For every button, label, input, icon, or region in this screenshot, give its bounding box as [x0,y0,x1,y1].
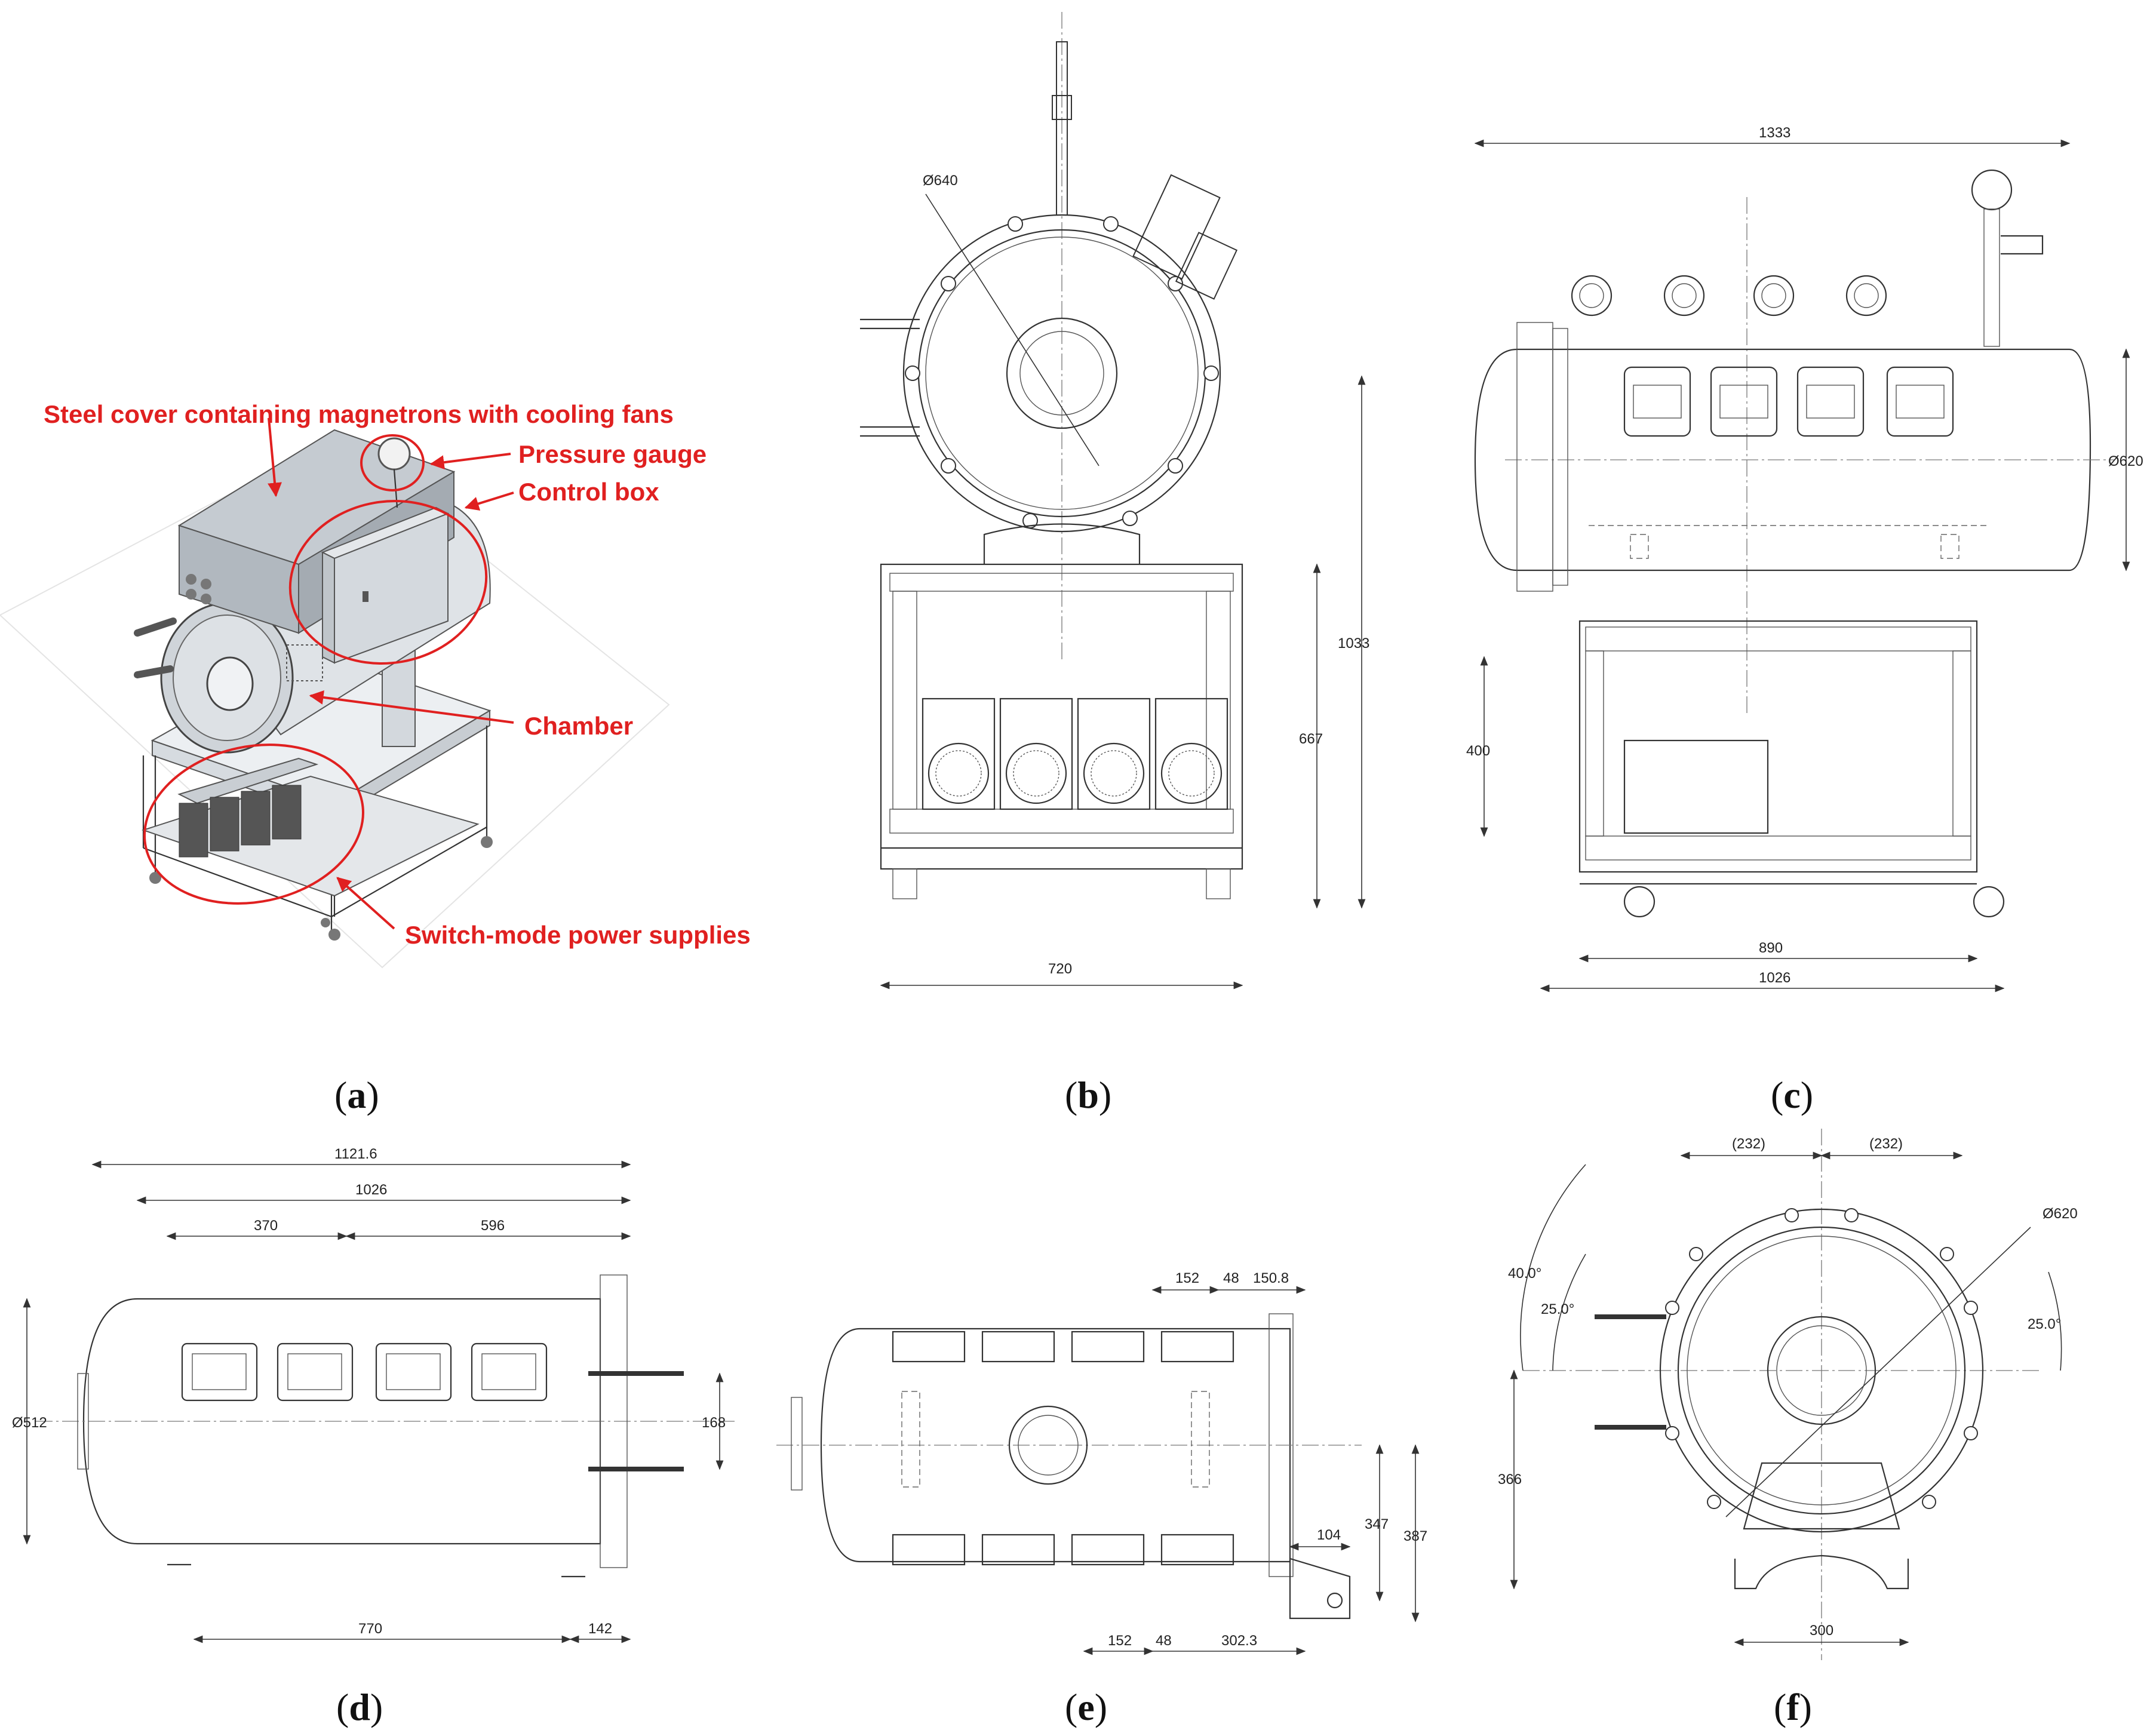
dim-d-flange: 168 [702,1415,726,1431]
chamber-end-shell [1659,1208,1984,1533]
dim-f-angle-outer: 40.0° [1508,1265,1541,1282]
dim-e-top-c: 150.8 [1253,1270,1289,1286]
dim-e-bot-b: 48 [1156,1633,1172,1649]
svg-text:(d): (d) [336,1686,383,1728]
dim-c-frame-height: 400 [1466,743,1490,759]
dim-e-offset: 104 [1317,1527,1341,1543]
dim-d-pitch-b: 596 [481,1218,505,1234]
pressure-gauge-icon-c [1971,169,2013,211]
panel-c-side-view: 1333 Ø620 400 890 1026 [1466,125,2143,993]
dim-d-end: 142 [588,1621,612,1637]
caption-a: a [347,1074,366,1116]
dim-b-height-total: 1033 [1338,635,1369,652]
magnetron-row [1571,275,1954,437]
subfigure-captions: (a) (b) (c) (d) (e) (f) [334,1074,1813,1728]
dim-f-angle-right: 25.0° [2028,1316,2061,1332]
panel-a-isometric-view: Steel cover containing magnetrons with c… [0,400,751,969]
dim-f-diameter: Ø620 [2043,1206,2078,1222]
caption-c: c [1783,1074,1800,1116]
dim-f-height: 366 [1498,1471,1522,1488]
dim-b-diameter: Ø640 [923,173,958,189]
dim-b-width: 720 [1048,961,1072,977]
frame-side [1578,620,2005,918]
dim-c-inner-width: 890 [1759,940,1783,956]
gauge-highlight [360,434,425,491]
pressure-gauge-icon [377,437,411,471]
frame-front [880,563,1243,899]
dim-e-top-b: 48 [1223,1270,1239,1286]
dim-f-left-span: (232) [1732,1136,1765,1152]
dim-f-angle-left: 25.0° [1541,1301,1574,1317]
chamber-shell-bottom [820,1328,1291,1563]
dim-f-right-span: (232) [1869,1136,1903,1152]
dim-c-diameter: Ø620 [2108,453,2143,469]
panel-b-front-view: Ø640 1033 667 720 [860,12,1369,990]
chamber-shell [902,214,1221,533]
chamber-shell-top [82,1298,601,1545]
dim-e-height-b: 387 [1403,1528,1427,1544]
callout-steel-cover: Steel cover containing magnetrons with c… [44,400,674,428]
callout-control-box: Control box [518,478,659,506]
dim-d-diameter: Ø512 [12,1415,47,1431]
power-supply-fans [922,698,1228,810]
dim-e-top-a: 152 [1175,1270,1199,1286]
dim-c-length: 1333 [1759,125,1790,141]
panel-d-top-view: 1121.6 1026 370 596 Ø512 168 770 142 [12,1146,735,1643]
dim-d-pitch-a: 370 [254,1218,278,1234]
callout-chamber: Chamber [524,712,633,740]
callout-pressure-gauge: Pressure gauge [518,440,707,468]
svg-text:(b): (b) [1065,1074,1111,1116]
control-box-highlight [288,499,488,665]
caption-f: f [1786,1686,1799,1728]
magnetron-ports-top [181,1342,548,1402]
caption-e: e [1077,1686,1094,1728]
callout-power-supplies: Switch-mode power supplies [405,921,751,949]
dim-e-bot-a: 152 [1108,1633,1132,1649]
dim-f-base: 300 [1810,1623,1833,1639]
caption-d: d [349,1686,370,1728]
dim-b-height-frame: 667 [1299,731,1323,747]
svg-text:(c): (c) [1771,1074,1813,1116]
dim-d-body: 1026 [355,1182,387,1198]
dim-e-bot-c: 302.3 [1221,1633,1257,1649]
svg-text:(a): (a) [334,1074,379,1116]
svg-text:(f): (f) [1774,1686,1812,1728]
dim-e-height-a: 347 [1365,1516,1389,1532]
power-supply-highlight [143,743,364,905]
power-supply-units [177,757,319,858]
dim-c-outer-width: 1026 [1759,970,1790,986]
panel-e-bottom-view: 152 48 150.8 152 48 302.3 104 347 387 [776,1270,1427,1655]
dim-d-overall: 1121.6 [334,1146,377,1162]
port-bosses-e [892,1331,1234,1566]
dim-d-support: 770 [358,1621,382,1637]
caption-b: b [1077,1074,1099,1116]
panel-f-end-view: (232) (232) Ø620 40.0° 25.0° 25.0° 366 3… [1498,1129,2078,1660]
svg-text:(e): (e) [1065,1686,1107,1728]
